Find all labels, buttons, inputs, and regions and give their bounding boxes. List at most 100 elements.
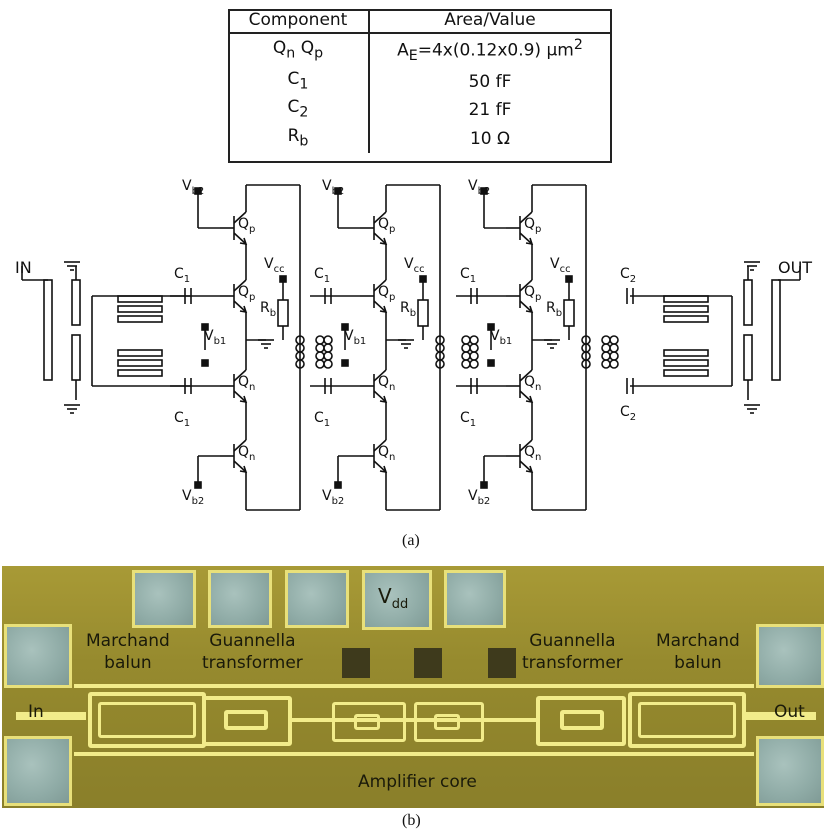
bond-pad (756, 624, 824, 688)
transformer-coil (315, 359, 325, 369)
balun-line (71, 334, 81, 381)
balun-strip (663, 305, 709, 313)
bias-pad (201, 359, 209, 367)
transformer-coil (609, 343, 619, 353)
guannella-transformer-left (202, 696, 292, 746)
balun-strip (117, 369, 163, 377)
c2-label: C2 (620, 266, 637, 285)
balun-strip (663, 369, 709, 377)
balun-strip (117, 315, 163, 323)
cell-value: 21 fF (468, 100, 512, 121)
balun-line (771, 279, 781, 381)
qn-label: Qn (378, 374, 396, 393)
qp-mid-emitter (233, 300, 247, 313)
bias-pad (341, 359, 349, 367)
in-label: IN (15, 258, 32, 277)
rb-resistor (417, 299, 429, 327)
core-stage (332, 702, 406, 742)
balun-strip (117, 349, 163, 357)
qp-mid-collector (373, 279, 387, 292)
qn-bot-emitter (373, 460, 387, 473)
transformer-coil (609, 351, 619, 361)
decap (342, 648, 370, 678)
qn-mid-collector (519, 369, 533, 382)
balun-strip (663, 349, 709, 357)
transformer-coil (601, 335, 611, 345)
qn-label: Qn (378, 444, 396, 463)
bias-pad (487, 359, 495, 367)
amplifier-core-label: Amplifier core (358, 772, 477, 792)
c1-label: C1 (314, 410, 331, 429)
cell-component: Rb (228, 124, 370, 154)
vcc-label: Vcc (264, 256, 285, 275)
qp-mid-collector (233, 279, 247, 292)
qn-mid-emitter (519, 390, 533, 403)
vb1-label: Vb1 (204, 328, 227, 347)
qn-mid-emitter (373, 390, 387, 403)
transformer-coil (315, 351, 325, 361)
table-row: Rb 10 Ω (228, 124, 610, 154)
vcc-label: Vcc (404, 256, 425, 275)
bond-pad (4, 736, 72, 806)
qn-bot-emitter (233, 460, 247, 473)
vb1-label: Vb1 (344, 328, 367, 347)
balun-inner (98, 702, 196, 738)
transformer-coil (601, 359, 611, 369)
cell-component: C2 (228, 96, 370, 125)
qp-top-collector (233, 211, 247, 224)
bias-pad (419, 275, 427, 283)
transformer-coil (323, 335, 333, 345)
qp-top-emitter (233, 232, 247, 245)
vdd-label: Vdd (378, 584, 409, 612)
balun-line (43, 279, 53, 381)
rb-label: Rb (546, 300, 563, 319)
transformer-coil (469, 343, 479, 353)
cell-component: Qn Qp (228, 33, 370, 69)
qp-label: Qp (378, 284, 396, 303)
rb-label: Rb (260, 300, 277, 319)
vb2-label: Vb2 (322, 488, 345, 507)
transformer-coil (435, 359, 445, 369)
balun-strip (663, 359, 709, 367)
balun-line (743, 334, 753, 381)
balun-line (743, 279, 753, 326)
table-header-row: Component Area/Value (228, 9, 610, 34)
in-port-label: In (28, 702, 44, 722)
balun-strip (663, 315, 709, 323)
balun-inner (638, 702, 736, 738)
qp-top-collector (519, 211, 533, 224)
transformer-coil (601, 343, 611, 353)
qp-label: Qp (238, 284, 256, 303)
bond-pad (444, 570, 506, 628)
c1-label: C1 (460, 410, 477, 429)
transformer-core (224, 710, 268, 730)
qn-label: Qn (238, 444, 256, 463)
qp-mid-collector (519, 279, 533, 292)
bond-pad (208, 570, 272, 628)
qn-mid-collector (373, 369, 387, 382)
decap (488, 648, 516, 678)
header-area-value: Area/Value (369, 9, 610, 34)
out-port-label: Out (774, 702, 805, 722)
transformer-coil (323, 359, 333, 369)
table-row: Qn Qp AE=4x(0.12x0.9) μm2 (228, 33, 610, 69)
balun-strip (117, 295, 163, 303)
qp-label: Qp (524, 216, 542, 235)
transformer-coil (461, 343, 471, 353)
qp-top-collector (373, 211, 387, 224)
balun-strip (117, 305, 163, 313)
bias-pad (565, 275, 573, 283)
qp-label: Qp (524, 284, 542, 303)
bias-pad (279, 275, 287, 283)
out-label: OUT (778, 258, 813, 277)
header-component: Component (228, 9, 370, 34)
qn-bot-collector (373, 439, 387, 452)
vcc-label: Vcc (550, 256, 571, 275)
metal-trace (292, 718, 538, 722)
vb2-label: Vb2 (468, 178, 491, 197)
cell-value: 50 fF (468, 71, 512, 92)
transformer-coil (601, 351, 611, 361)
transformer-coil (469, 359, 479, 369)
